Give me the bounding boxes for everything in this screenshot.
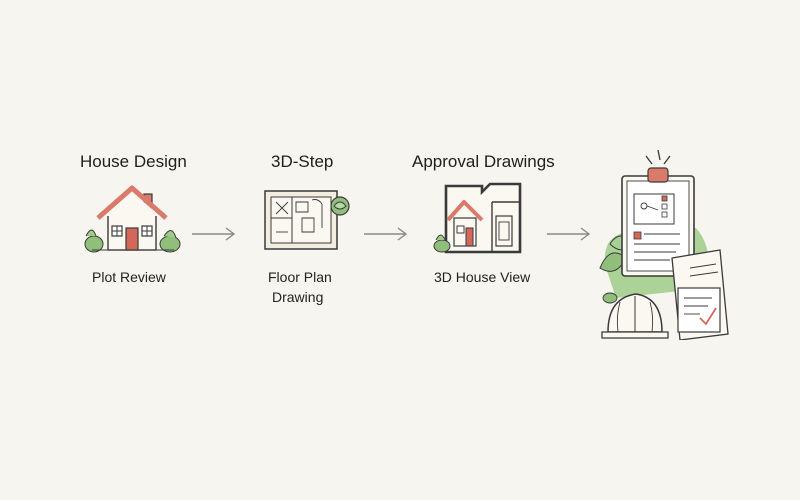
step-2-title: 3D-Step xyxy=(271,152,334,171)
arrow-right-icon xyxy=(192,227,236,241)
step-1-caption: Plot Review xyxy=(92,269,166,285)
step-2-caption-line-2: Drawing xyxy=(272,289,324,305)
house-icon xyxy=(84,185,181,253)
step-3-caption: 3D House View xyxy=(434,269,531,285)
arrow-right-icon xyxy=(364,227,408,241)
step-1-title: House Design xyxy=(80,152,187,171)
house-plan-icon xyxy=(433,182,522,254)
arrow-right-icon xyxy=(547,227,591,241)
step-2-caption-line-1: Floor Plan xyxy=(268,269,332,285)
floor-plan-icon xyxy=(264,190,350,250)
step-3-title: Approval Drawings xyxy=(412,152,555,171)
approval-documents-icon xyxy=(599,149,729,340)
